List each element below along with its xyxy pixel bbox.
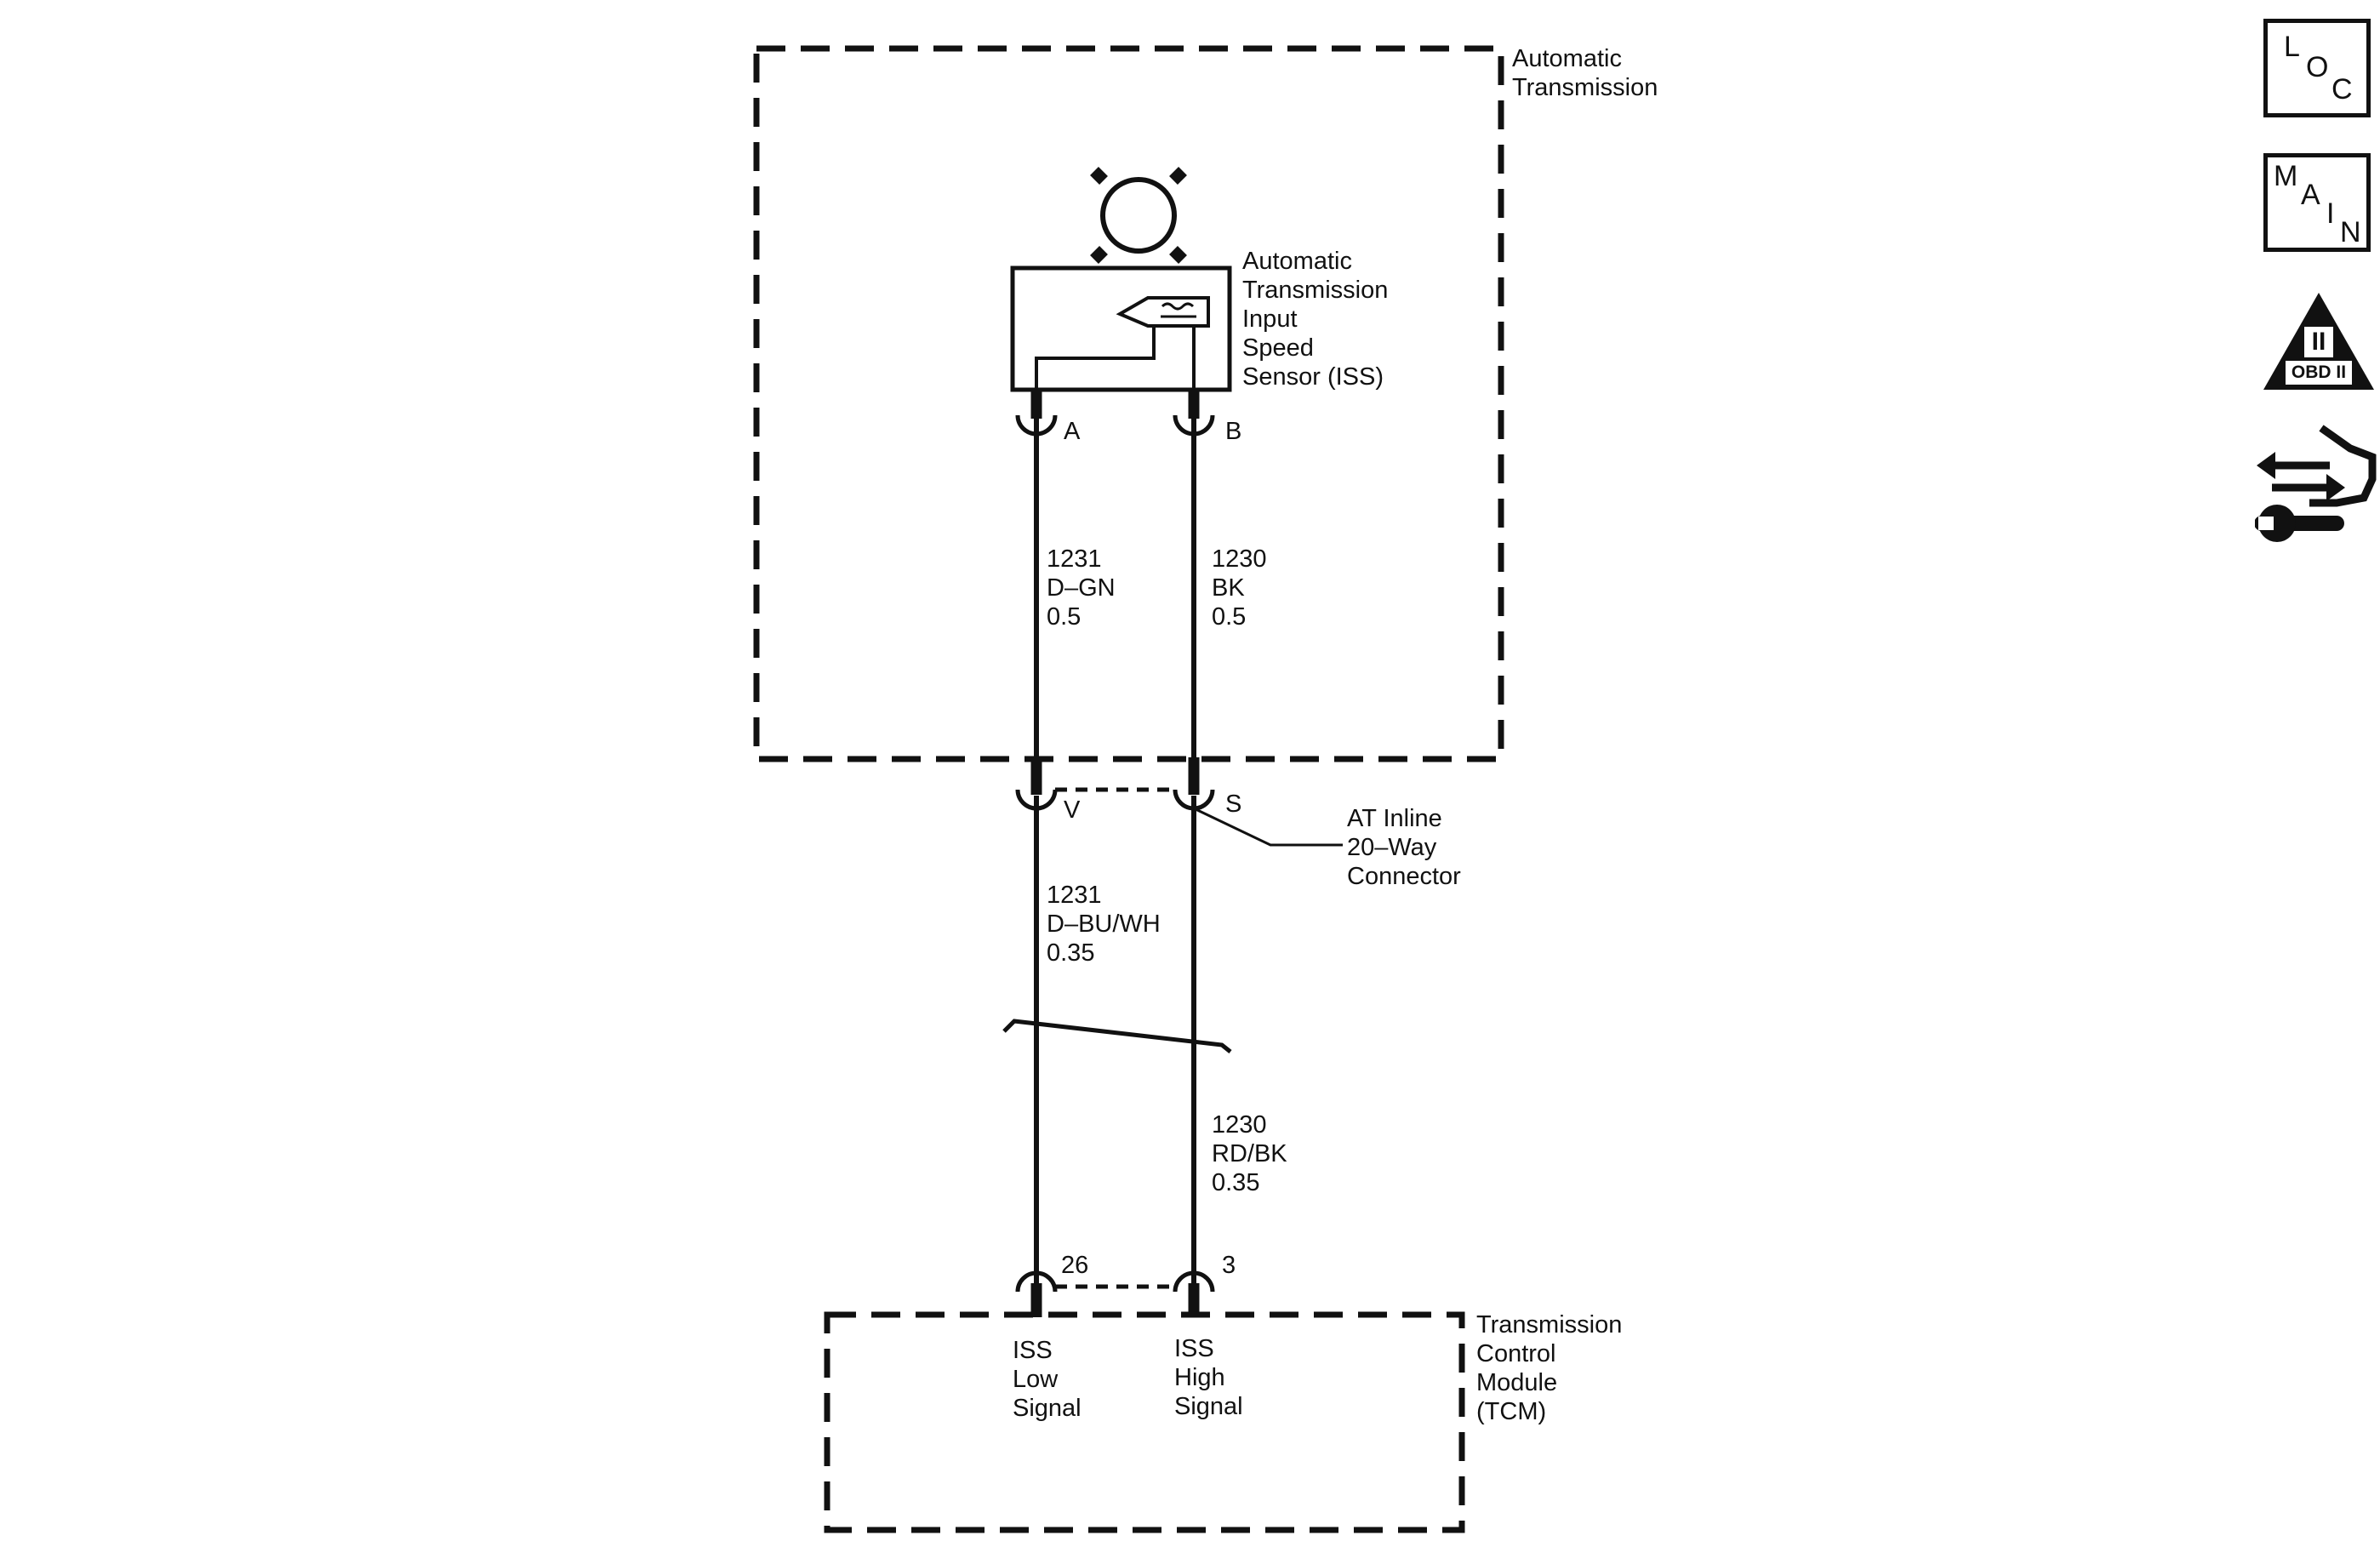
loc-icon[interactable]: L O C	[2263, 19, 2374, 119]
obd-ii-triangle	[2263, 293, 2374, 390]
sensor-mount-symbol	[1090, 167, 1187, 264]
main-letter-a: A	[2301, 179, 2320, 211]
transmission-enclosure	[753, 45, 1504, 762]
loc-letter-o: O	[2306, 51, 2329, 83]
tcm-connector-stubs	[1015, 1270, 1215, 1317]
main-letter-m: M	[2274, 160, 2298, 192]
diagnostic-connector-icon[interactable]	[2254, 421, 2378, 549]
inline-connector-leader	[1193, 807, 1343, 847]
pin-v-label: V	[1064, 796, 1081, 824]
obd-ii-text: OBD II	[2291, 362, 2347, 382]
sensor-label: Automatic Transmission Input Speed Senso…	[1242, 248, 1389, 391]
wire-1231-lower-label: 1231 D–BU/WH 0.35	[1047, 882, 1161, 967]
main-letter-n: N	[2340, 216, 2361, 248]
transmission-enclosure-label: Automatic Transmission	[1512, 45, 1658, 101]
inline-connector-stubs	[1015, 757, 1215, 811]
main-letter-i: I	[2326, 197, 2335, 230]
pin-b-label: B	[1225, 418, 1242, 445]
obd-roman-numeral: II	[2311, 328, 2326, 356]
pin-3-label: 3	[1222, 1252, 1236, 1279]
diagnostic-connector-graphic	[2254, 425, 2377, 542]
wire-1230-upper-label: 1230 BK 0.5	[1212, 545, 1267, 631]
wire-1231-upper-label: 1231 D–GN 0.5	[1047, 545, 1116, 631]
pin-a-label: A	[1064, 418, 1081, 445]
sensor-connector-stubs	[1015, 390, 1215, 437]
pin-26-label: 26	[1061, 1252, 1089, 1279]
obd-ii-icon[interactable]: II OBD II	[2262, 289, 2377, 396]
sensor-pickup-symbol	[1035, 296, 1210, 404]
loc-letter-c: C	[2331, 73, 2353, 106]
tcm-enclosure	[824, 1311, 1465, 1533]
loc-letter-l: L	[2284, 31, 2300, 63]
pin-s-label: S	[1225, 791, 1242, 818]
wire-1230-lower-label: 1230 RD/BK 0.35	[1212, 1111, 1287, 1196]
tcm-enclosure-label: Transmission Control Module (TCM)	[1476, 1311, 1623, 1425]
iss-low-signal-label: ISS Low Signal	[1013, 1337, 1082, 1422]
inline-connector-label: AT Inline 20–Way Connector	[1347, 805, 1461, 890]
wire-break-symbol	[1002, 1019, 1232, 1053]
main-icon[interactable]: M A I N	[2263, 153, 2374, 254]
iss-high-signal-label: ISS High Signal	[1174, 1335, 1243, 1420]
sensor-body	[1010, 265, 1232, 392]
